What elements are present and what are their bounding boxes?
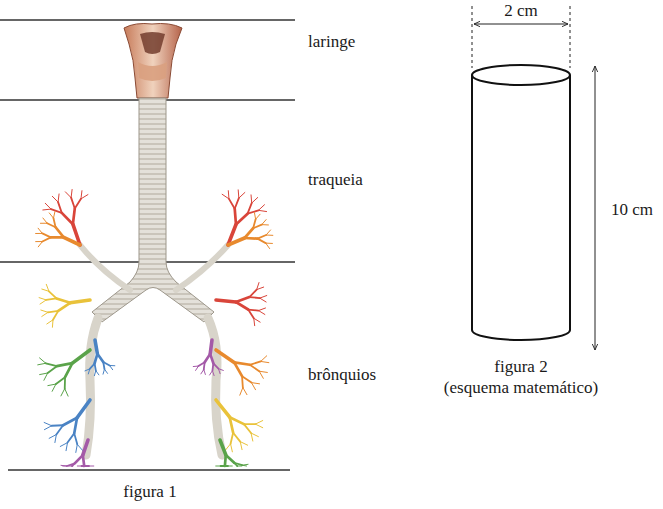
figure-caption: (esquema matemático) xyxy=(444,378,598,398)
dimension-label: 10 cm xyxy=(611,200,653,220)
trachea xyxy=(92,98,214,322)
section-line xyxy=(0,20,295,470)
larynx xyxy=(124,24,182,99)
dimension-label: 2 cm xyxy=(504,1,538,21)
dimension-line xyxy=(472,6,595,350)
region-label: brônquios xyxy=(308,365,376,385)
figure-caption: figura 2 xyxy=(494,357,547,377)
region-label: laringe xyxy=(308,32,355,52)
cylinder xyxy=(472,65,570,340)
region-label: traqueia xyxy=(308,170,363,190)
bronchi xyxy=(80,245,228,455)
figure-caption: figura 1 xyxy=(123,482,176,502)
bronchi-branches xyxy=(36,190,273,466)
